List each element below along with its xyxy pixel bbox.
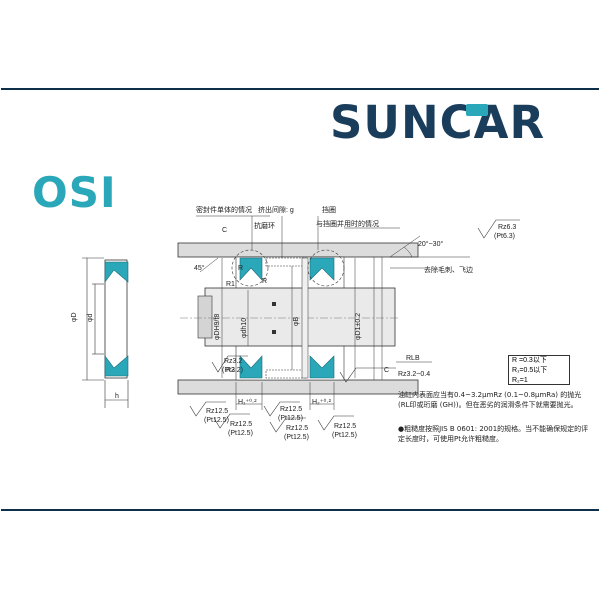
label-R1: R1 [226, 281, 235, 288]
label-pt125d: (Pt12.5) [284, 434, 309, 441]
label-rz63: Rz6.3 [498, 224, 516, 231]
label-C-top: C [222, 227, 227, 234]
label-H1: H₁⁺⁰·² [238, 398, 257, 406]
content-frame [1, 88, 599, 511]
label-phiDH9f8: φDH9/f8 [214, 314, 221, 340]
label-phidh10: φdh10 [241, 318, 248, 338]
label-angle45: 45° [194, 264, 205, 272]
label-retainer: 挡圈 [322, 205, 336, 214]
label-phiD: φD [71, 312, 78, 322]
label-rz125d: Rz12.5 [286, 425, 308, 432]
roughness-standard-note: ●粗糙度按照JIS B 0601: 2001的规格。当不能确保规定的评定长度时，… [398, 425, 589, 443]
label-rz3204: Rz3.2~0.4 [398, 371, 430, 378]
label-rz125c: Rz12.5 [280, 406, 302, 413]
label-pt125b: (Pt12.5) [228, 430, 253, 437]
label-R-right: R [262, 278, 267, 285]
radius-spec-line: R₁=0.5以下 [512, 367, 548, 374]
label-C-bottom: C [384, 367, 389, 374]
label-rz125b: Rz12.5 [230, 421, 252, 428]
label-H2: H₂⁺⁰·² [312, 398, 332, 406]
label-pt32: (Pt3.2) [222, 367, 243, 374]
label-rz125a: Rz12.5 [206, 408, 228, 415]
label-angle: 20°~30° [418, 240, 443, 248]
label-wear-ring: 抗磨环 [254, 221, 275, 230]
label-pt63: (Pt6.3) [494, 233, 515, 240]
radius-spec-line: R =0.3以下 [512, 357, 547, 364]
label-phiB: φB [293, 316, 300, 326]
label-rz125e: Rz12.5 [334, 423, 356, 430]
label-with-retainer: 与挡圈并用时的情况 [316, 219, 379, 228]
label-pt125c: (Pt12.5) [278, 415, 303, 422]
product-code: OSI [32, 168, 117, 217]
seal-profile-view: φD φd h [71, 257, 129, 408]
label-deburr: 去除毛刺、飞边 [424, 265, 473, 274]
radius-spec-line: R₂=1 [512, 377, 528, 384]
label-pt125a: (Pt12.5) [204, 417, 229, 424]
label-seal-single: 密封件单体的情况 [196, 205, 252, 214]
label-R-left: R [238, 265, 243, 272]
brand-logo: SUNCAR [330, 96, 546, 149]
label-phid: φd [87, 313, 94, 322]
label-R2: R2 [226, 367, 235, 374]
label-phiD1: φD1±0.2 [355, 313, 362, 340]
surface-finish-note: 油缸内表面应当有0.4~3.2μmRz (0.1~0.8μmRa) 的抛光 (R… [398, 391, 582, 409]
logo-accent-bar [466, 104, 488, 116]
label-rz32: Rz3.2 [224, 358, 242, 365]
radius-spec-box: R =0.3以下 R₁=0.5以下 R₂=1 [508, 355, 570, 385]
label-pt125e: (Pt12.5) [332, 432, 357, 439]
label-RLB: RLB [406, 355, 420, 362]
installation-view: 密封件单体的情况 挤出间隙: g 抗磨环 挡圈 与挡圈并用时的情况 20°~30… [177, 205, 520, 441]
label-extrusion-gap: 挤出间隙: g [258, 205, 294, 214]
label-h: h [115, 393, 119, 400]
